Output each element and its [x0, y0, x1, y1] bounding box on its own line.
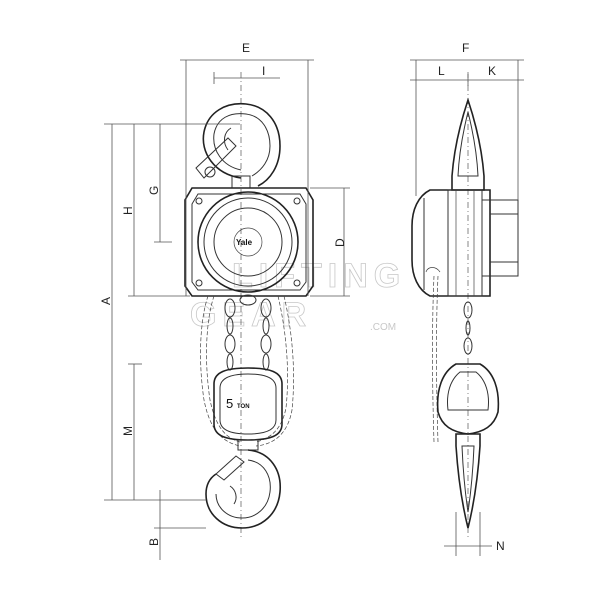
gear-housing: Yale [184, 187, 314, 297]
housing-wheel-outer [197, 191, 299, 293]
side-view [411, 72, 519, 540]
dim-label-B: B [147, 538, 161, 546]
housing-bolt [293, 279, 301, 287]
dimension-labels: E I F L K A H G M B D N [99, 41, 505, 553]
dim-label-M: M [121, 426, 135, 436]
dim-label-L: L [438, 64, 445, 78]
dim-label-F: F [462, 41, 469, 55]
dim-label-N: N [496, 539, 505, 553]
front-view: Yale 5 TON [184, 72, 314, 540]
watermark-line2: GEAR [190, 296, 312, 334]
watermark: LIFTING GEAR .COM [190, 257, 406, 335]
bottom-hook [205, 449, 281, 529]
bottom-block-capacity-unit: TON [237, 404, 250, 410]
dim-label-D: D [333, 238, 347, 247]
top-hook-latch [195, 137, 237, 179]
dim-label-K: K [488, 64, 496, 78]
load-chain [224, 294, 272, 371]
bottom-block-capacity-number: 5 [226, 396, 233, 411]
dim-label-A: A [99, 297, 113, 305]
dim-label-I: I [262, 64, 265, 78]
hand-chain-right [255, 295, 294, 447]
housing-brand-label: Yale [236, 238, 253, 247]
side-load-chain [463, 301, 473, 355]
side-hand-chain [432, 275, 435, 443]
side-bottom-hook [455, 433, 481, 529]
side-housing [411, 189, 519, 297]
watermark-line1: LIFTING [232, 257, 406, 295]
housing-bolt [293, 197, 301, 205]
hand-chain-left [200, 295, 241, 447]
dim-label-G: G [147, 186, 161, 195]
dim-label-H: H [121, 206, 135, 215]
watermark-suffix: .COM [370, 322, 396, 333]
dimension-lines [104, 59, 524, 560]
housing-bolt [195, 279, 203, 287]
dim-label-E: E [242, 41, 250, 55]
top-hook [195, 103, 281, 189]
bottom-block: 5 TON [213, 367, 283, 451]
bottom-hook-latch [215, 455, 245, 481]
housing-bolt [195, 197, 203, 205]
